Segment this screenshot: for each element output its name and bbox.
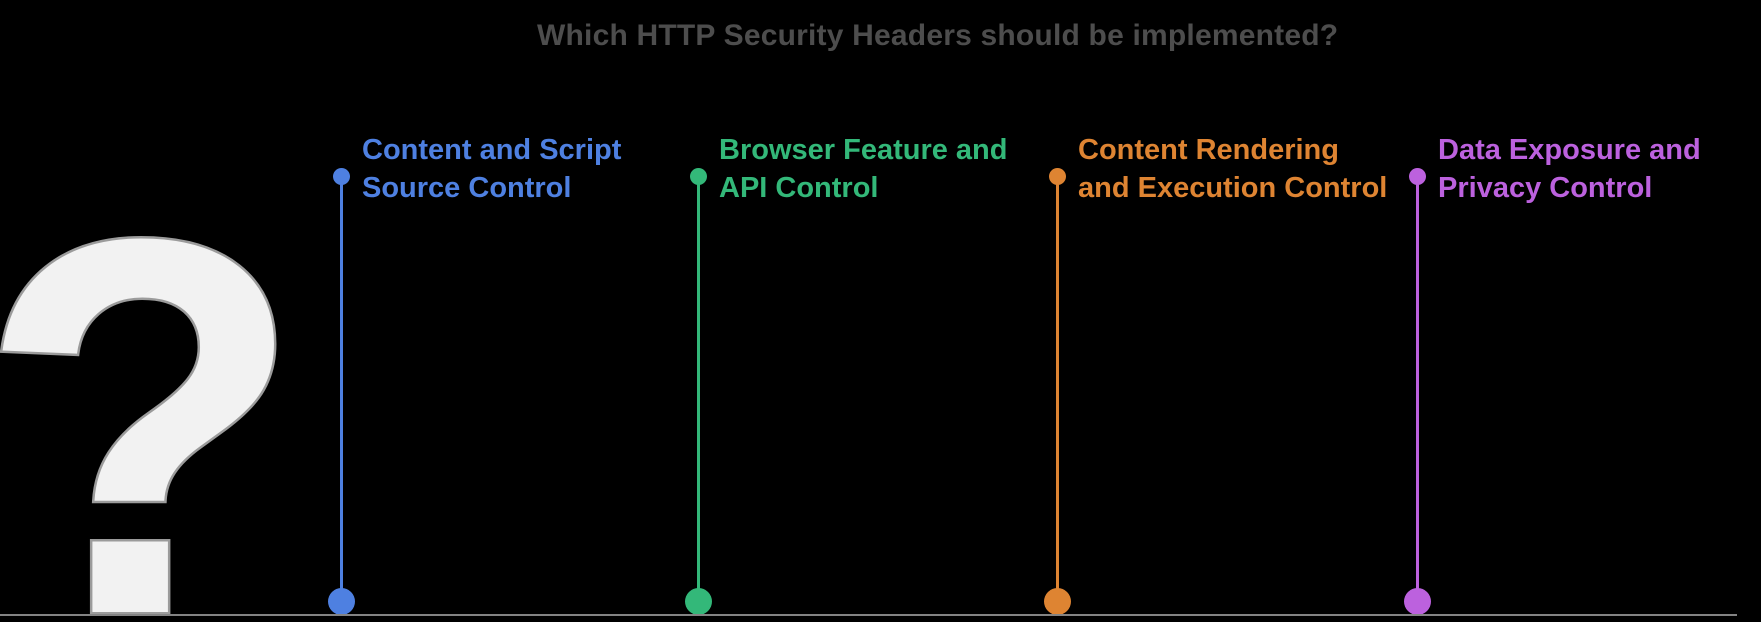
column-heading-line2: Privacy Control bbox=[1438, 172, 1653, 204]
column-heading-line2: Source Control bbox=[362, 172, 572, 204]
column-top-dot bbox=[1048, 168, 1066, 185]
column-heading-line1: Content and Script bbox=[362, 134, 622, 166]
column-heading-line1: Content Rendering bbox=[1078, 134, 1339, 166]
column-heading-line1: Browser Feature and bbox=[719, 134, 1008, 166]
column-heading: Content and Script Source Control bbox=[362, 131, 621, 207]
question-mark-glyph: ? bbox=[0, 129, 305, 622]
column-stem-line bbox=[696, 177, 700, 601]
page-title: Which HTTP Security Headers should be im… bbox=[537, 19, 1339, 52]
column-heading-line2: and Execution Control bbox=[1078, 172, 1388, 204]
column-heading: Browser Feature and API Control bbox=[719, 131, 1007, 207]
column-top-dot bbox=[332, 168, 350, 185]
column-bottom-dot bbox=[327, 588, 355, 615]
column-stem-line bbox=[339, 177, 343, 601]
column-heading: Content Rendering and Execution Control bbox=[1078, 131, 1387, 207]
column-bottom-dot bbox=[1403, 588, 1431, 615]
column-heading: Data Exposure and Privacy Control bbox=[1438, 131, 1701, 207]
column-stem-line bbox=[1415, 177, 1419, 601]
column-stem-line bbox=[1055, 177, 1059, 601]
column-bottom-dot bbox=[684, 588, 712, 615]
question-mark-icon: ? bbox=[0, 127, 307, 622]
column-heading-line1: Data Exposure and bbox=[1438, 134, 1701, 166]
column-top-dot bbox=[1408, 168, 1426, 185]
baseline-divider bbox=[0, 614, 1737, 616]
column-heading-line2: API Control bbox=[719, 172, 879, 204]
column-bottom-dot bbox=[1043, 588, 1071, 615]
column-top-dot bbox=[689, 168, 707, 185]
